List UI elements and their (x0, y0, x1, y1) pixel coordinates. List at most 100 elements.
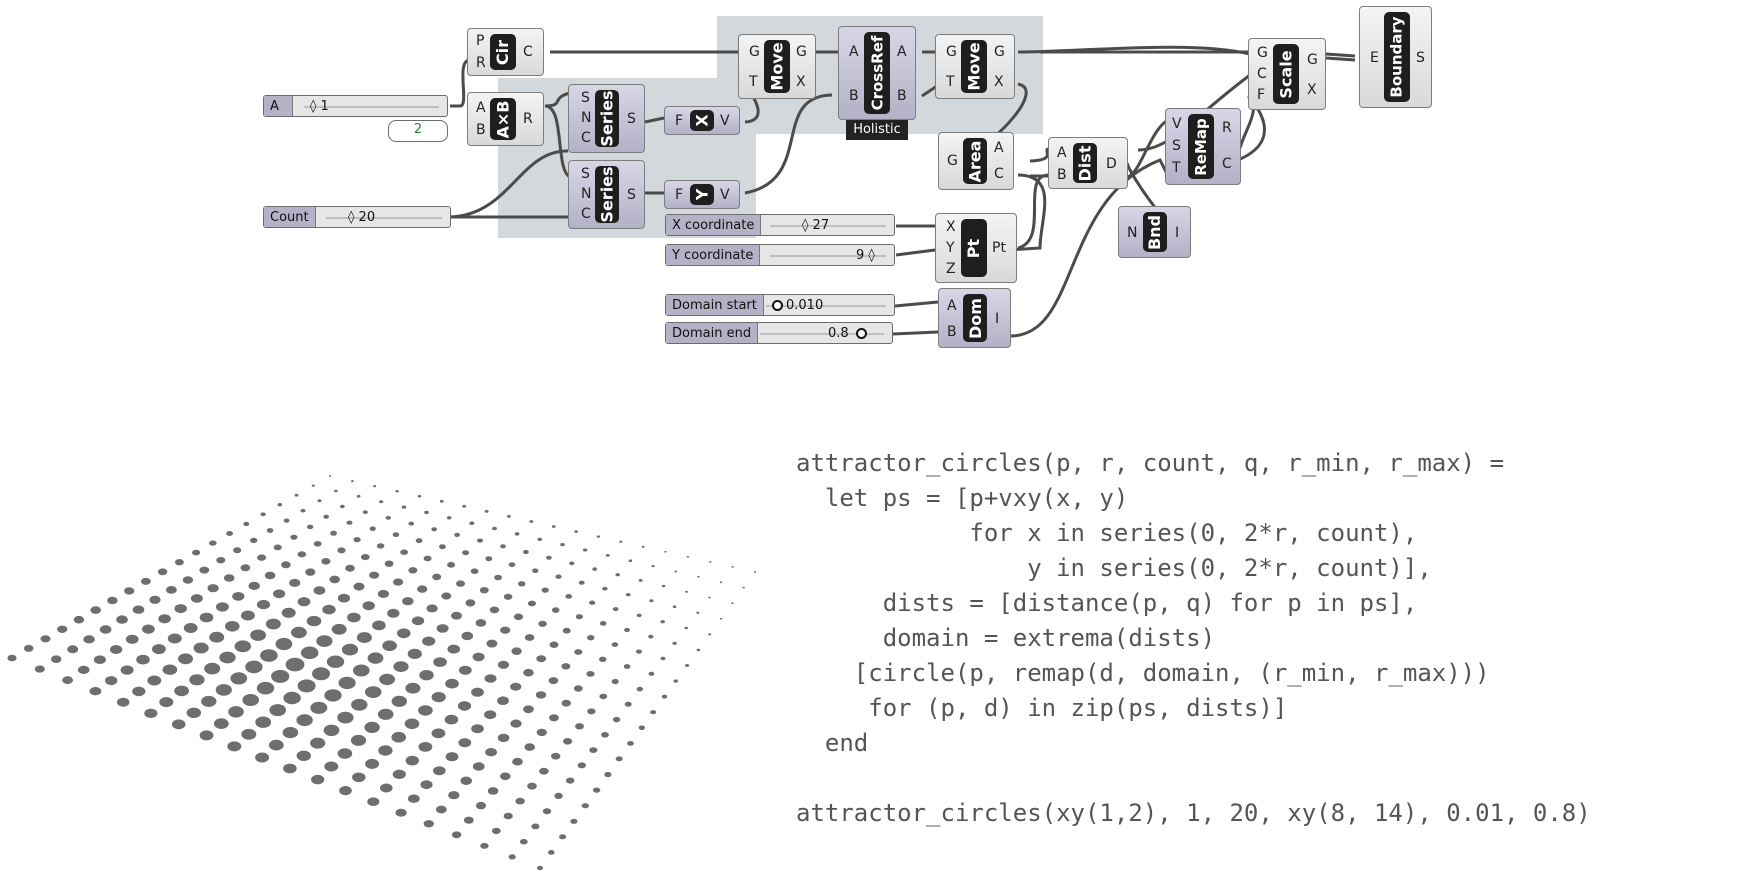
slider-handle-icon[interactable] (772, 300, 783, 311)
slider-track[interactable] (766, 305, 886, 307)
circle-mark (377, 708, 394, 720)
code-line: dists = [distance(p, q) for p in ps], (796, 589, 1418, 617)
circle-mark (391, 731, 407, 743)
circle-mark (379, 500, 384, 504)
input-s-label: S (1172, 138, 1181, 154)
circle-mark (635, 649, 642, 654)
series-component[interactable]: S N C Series S (568, 84, 645, 153)
circle-mark (216, 557, 226, 564)
wire (1007, 173, 1047, 252)
multiplication-component[interactable]: A B A×B R (467, 92, 544, 146)
circle-mark (174, 685, 190, 697)
code-block: attractor_circles(p, r, count, q, r_min,… (796, 446, 1591, 831)
circle-mark (306, 524, 314, 530)
input-n-label: N (1127, 225, 1138, 241)
distance-component[interactable]: A B Dist D (1048, 137, 1128, 189)
circle-mark (484, 710, 497, 720)
slider-track[interactable] (760, 333, 884, 335)
remap-component[interactable]: V S T ReMap R C (1165, 108, 1241, 185)
wire (1017, 45, 1251, 56)
circle-mark (310, 737, 326, 749)
series-component[interactable]: S N C Series S (568, 160, 645, 229)
circle-mark (312, 667, 330, 681)
circle-mark (611, 642, 619, 647)
move-component[interactable]: G T Move G X (738, 34, 816, 99)
circle-mark (604, 771, 612, 778)
output-x-label: X (994, 74, 1004, 90)
slider-track[interactable] (326, 217, 442, 219)
output-g-label: G (994, 44, 1005, 60)
component-name: Bnd (1145, 214, 1165, 250)
circle-mark (422, 636, 436, 646)
input-a-label: A (1057, 145, 1067, 161)
circle-mark (532, 568, 539, 573)
component-name: Move (767, 42, 787, 91)
component-badge: Dom (963, 294, 987, 342)
slider-label: Y coordinate (666, 245, 761, 265)
circle-mark (240, 610, 255, 621)
input-e-label: E (1370, 50, 1379, 66)
slider-count[interactable]: Count ◊ 20 (263, 206, 451, 228)
circle-mark (264, 571, 276, 580)
input-f-label: F (675, 187, 684, 203)
scale-component[interactable]: G C F Scale G X (1248, 38, 1326, 110)
circle-mark (178, 653, 193, 665)
area-component[interactable]: G Area A C (938, 132, 1014, 190)
circle-mark (684, 626, 688, 630)
crossref-component[interactable]: A B CrossRef A B (838, 26, 916, 120)
input-g-label: G (947, 153, 958, 169)
circle-mark (132, 605, 145, 614)
circle-mark (241, 728, 257, 740)
slider-domain-end[interactable]: Domain end 0.8 (665, 322, 893, 344)
construct-point-component[interactable]: X Y Z Pt Pt (935, 213, 1017, 283)
wire (894, 300, 939, 308)
number-panel[interactable]: 2 (388, 120, 448, 142)
slider-domain-start[interactable]: Domain start 0.010 (665, 294, 895, 316)
circle-mark (199, 730, 214, 741)
circle-mark (554, 792, 563, 799)
circle-mark (511, 647, 522, 655)
circle-mark (93, 655, 106, 664)
move-component[interactable]: G T Move G X (935, 34, 1015, 99)
circle-mark (116, 615, 128, 624)
output-g-label: G (796, 44, 807, 60)
slider-handle-icon[interactable] (856, 328, 867, 339)
deconstruct-x-component[interactable]: F X V (664, 106, 740, 135)
input-v-label: V (1172, 116, 1182, 132)
circle-mark (565, 594, 573, 599)
slider-a[interactable]: A ◊ 1 (263, 95, 448, 117)
circle-mark (503, 812, 513, 820)
circle-component[interactable]: P R Cir C (467, 28, 544, 76)
circle-mark (731, 566, 734, 568)
circle-mark (323, 514, 330, 519)
circle-mark (513, 613, 524, 621)
slider-y-coordinate[interactable]: Y coordinate 9 ◊ (665, 244, 895, 266)
circle-mark (500, 544, 506, 549)
circle-mark (479, 587, 489, 594)
deconstruct-y-component[interactable]: F Y V (664, 180, 740, 209)
circle-mark (387, 608, 400, 618)
code-line: for (p, d) in zip(ps, dists)] (796, 694, 1288, 722)
circle-mark (475, 619, 487, 627)
circle-mark (599, 656, 607, 662)
slider-track[interactable] (770, 225, 886, 227)
circle-mark (515, 797, 525, 805)
circle-mark (497, 733, 510, 743)
wire (1325, 52, 1356, 58)
circle-mark (672, 605, 677, 608)
domain-component[interactable]: A B Dom I (938, 288, 1011, 348)
circle-mark (536, 655, 547, 663)
bounds-component[interactable]: N Bnd I (1118, 206, 1191, 258)
slider-track[interactable] (304, 106, 439, 108)
slider-x-coordinate[interactable]: X coordinate ◊ 27 (665, 214, 895, 236)
circle-mark (573, 685, 583, 692)
input-r-label: R (476, 55, 486, 71)
circle-mark (537, 537, 543, 541)
circle-mark (510, 682, 522, 691)
slider-track[interactable] (770, 255, 886, 257)
circle-mark (566, 777, 575, 784)
output-i-label: I (995, 311, 1000, 327)
circle-mark (174, 604, 187, 614)
boundary-component[interactable]: E Boundary S (1359, 6, 1432, 108)
circle-mark (158, 614, 171, 624)
